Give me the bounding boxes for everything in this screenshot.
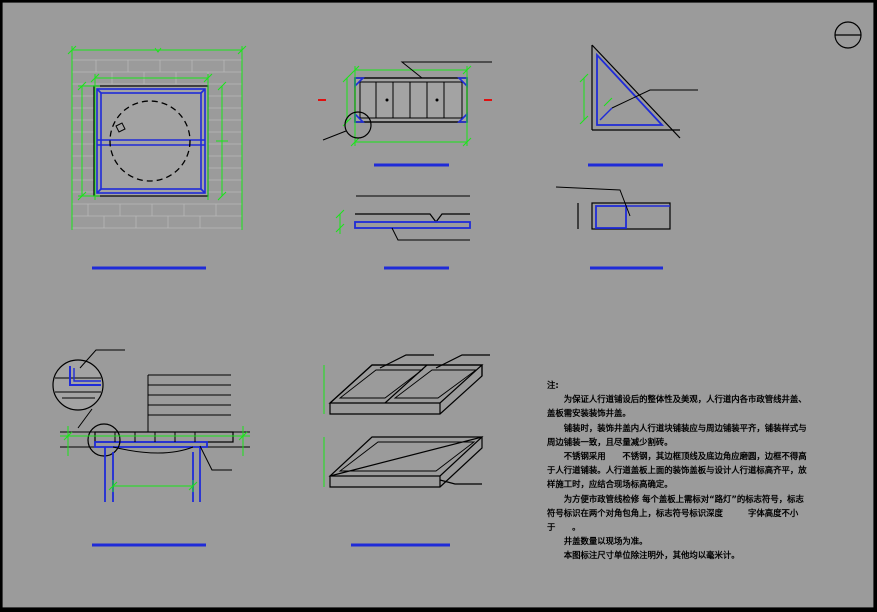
grate-section-detail [335,195,471,270]
note-item-5: 井盖数量以现场为准。 [563,536,648,547]
corner-plan-detail [579,44,698,167]
note-item-1: 为保证人行道铺设后的整体性及美观，人行道内各市政管线井盖、盖板需安装装饰井盖。 [547,394,807,419]
notes-block: 注: 为保证人行道铺设后的整体性及美观，人行道内各市政管线井盖、盖板需安装装饰井… [547,378,807,563]
isometric-single-tray [328,436,484,488]
note-item-3: 不锈钢采用 不锈钢，其边框顶线及底边角应磨圆，边框不得高于人行道铺装。人行道盖板… [547,451,807,490]
notes-heading: 注: [547,380,559,390]
grate-plan-detail [318,61,492,167]
plan-view-cover [67,45,247,270]
manhole-opening [109,100,191,182]
isometric-double-tray [328,354,490,415]
note-item-6: 本图标注尺寸单位除注明外，其他均以毫米计。 [563,550,740,561]
note-item-2: 铺装时，装饰井盖内人行道块铺装应与周边铺装平齐，铺装样式与周边铺装一致，且尽量减… [547,422,807,447]
corner-section-detail [555,186,671,270]
steel-frame [96,88,206,194]
section-symbol [834,21,862,49]
cross-section-view [52,349,250,547]
manhole-notch [115,122,126,133]
plan-dimensions [67,45,247,230]
note-item-4: 为方便市政管线检修 每个盖板上需标对“路灯”的标志符号，标志符号标识在两个对角包… [547,493,804,533]
cover-outer-frame [93,85,209,197]
